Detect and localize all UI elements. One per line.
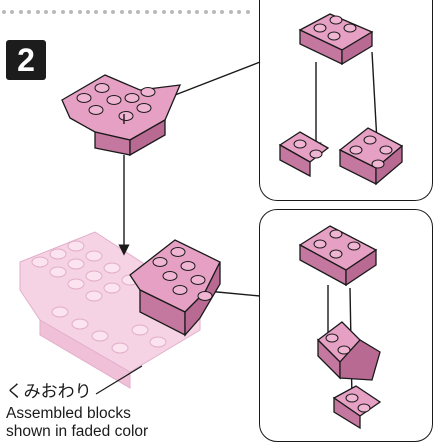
- divider-dot: [52, 10, 57, 14]
- divider-dot: [119, 10, 124, 14]
- divider-dot: [153, 10, 158, 14]
- divider-dot: [27, 10, 32, 14]
- divider-dot: [186, 10, 191, 14]
- callout-bottom-upper-brick: [298, 225, 378, 287]
- divider-dot: [203, 10, 208, 14]
- divider-dot: [18, 10, 23, 14]
- divider-dot: [2, 10, 6, 14]
- divider-dot: [102, 10, 107, 14]
- divider-dot: [170, 10, 174, 14]
- divider-dot: [111, 10, 116, 14]
- callout-bottom-lower-bricks: [317, 321, 382, 430]
- divider-dot: [212, 10, 216, 14]
- caption-line-1: Assembled blocks: [6, 405, 131, 422]
- callout-top-lower-bricks: [278, 127, 404, 186]
- divider-dot: [245, 10, 250, 14]
- divider-dot: [136, 10, 141, 14]
- new-brick-top-group: [61, 74, 182, 157]
- divider-dot: [44, 10, 48, 14]
- caption-leader-line: [95, 365, 143, 395]
- divider-dot: [10, 10, 15, 14]
- divider-dot: [128, 10, 132, 14]
- dotted-divider: [2, 10, 252, 16]
- divider-dot: [195, 10, 200, 14]
- step-number-badge: 2: [6, 40, 46, 80]
- divider-dot: [86, 10, 90, 14]
- divider-dot: [144, 10, 149, 14]
- divider-dot: [35, 10, 40, 14]
- callout-top-upper-brick: [298, 13, 374, 66]
- divider-dot: [161, 10, 166, 14]
- caption-line-2: shown in faded color: [6, 423, 149, 440]
- divider-dot: [77, 10, 82, 14]
- faded-assembled-blocks: [19, 231, 201, 389]
- leader-line-top: [174, 61, 261, 96]
- divider-dot: [220, 10, 225, 14]
- new-brick-main-lower: [129, 239, 221, 337]
- step-number: 2: [17, 41, 35, 78]
- divider-dot: [237, 10, 242, 14]
- divider-dot: [228, 10, 233, 14]
- caption-japanese: くみおわり: [6, 382, 92, 402]
- divider-dot: [94, 10, 99, 14]
- divider-dot: [60, 10, 65, 14]
- divider-dot: [178, 10, 183, 14]
- divider-dot: [69, 10, 74, 14]
